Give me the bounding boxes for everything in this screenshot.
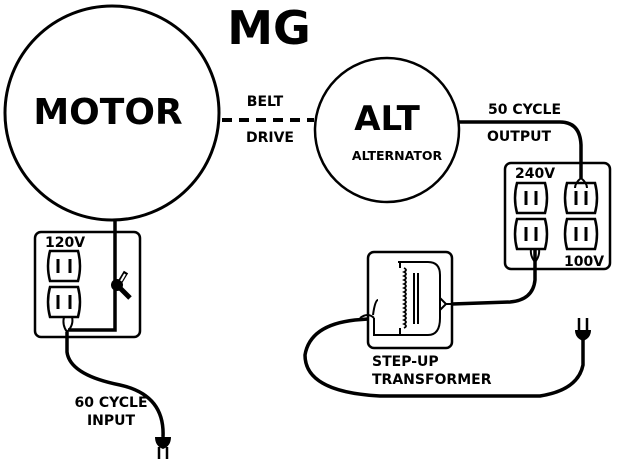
step-up-transformer: STEP-UP TRANSFORMER — [359, 250, 492, 388]
transformer-winding-wire — [372, 261, 441, 336]
outlet-box-right: 240V 100V — [503, 161, 612, 271]
input-label-line2: INPUT — [87, 413, 136, 429]
drive-label: DRIVE — [246, 130, 294, 146]
motor-label: MOTOR — [33, 92, 182, 133]
output-label-line2: OUTPUT — [487, 129, 551, 145]
transformer-label-line2: TRANSFORMER — [372, 372, 492, 388]
transformer-label-line1: STEP-UP — [372, 354, 439, 370]
transformer-plug-fork — [529, 248, 541, 263]
outlet-box-right-voltage-top: 240V — [515, 166, 555, 182]
motor-circle — [3, 4, 221, 222]
outlet-box-left-voltage: 120V — [45, 235, 85, 251]
outlet-box-left: 120V — [33, 230, 142, 339]
transformer-box — [366, 250, 454, 350]
alt-label: ALT — [354, 99, 420, 139]
output-label-line1: 50 CYCLE — [488, 102, 561, 118]
output-plug-icon — [575, 318, 591, 341]
diagram-title: MG — [227, 1, 311, 55]
input-label-line1: 60 CYCLE — [74, 395, 147, 411]
input-plug-fork — [62, 316, 74, 333]
output-wire — [459, 120, 583, 178]
alternator-sublabel: ALTERNATOR — [352, 148, 443, 163]
motor-supply-wire — [68, 220, 117, 332]
outlet-receptacle — [46, 285, 82, 319]
outlet-box-right-voltage-bottom: 100V — [564, 254, 604, 270]
outlet-receptacle — [513, 181, 549, 215]
outlet-receptacle — [513, 217, 549, 251]
alternator: ALT ALTERNATOR — [313, 56, 461, 204]
outlet-receptacle — [46, 249, 82, 283]
transformer-input-wire — [451, 249, 537, 306]
transformer-coil-icon — [401, 267, 419, 329]
outlet-box-left-frame — [33, 230, 142, 339]
transformer-output-cord — [303, 317, 585, 398]
outlet-receptacle — [563, 217, 599, 251]
input-plug-icon — [155, 437, 171, 459]
belt-drive: BELT DRIVE — [222, 94, 314, 146]
outlet-receptacle — [563, 181, 599, 215]
motor: MOTOR — [3, 4, 221, 222]
alternator-circle — [313, 56, 461, 204]
belt-label: BELT — [247, 94, 284, 110]
input-cord — [65, 332, 165, 438]
outlet-box-right-frame — [503, 161, 612, 271]
